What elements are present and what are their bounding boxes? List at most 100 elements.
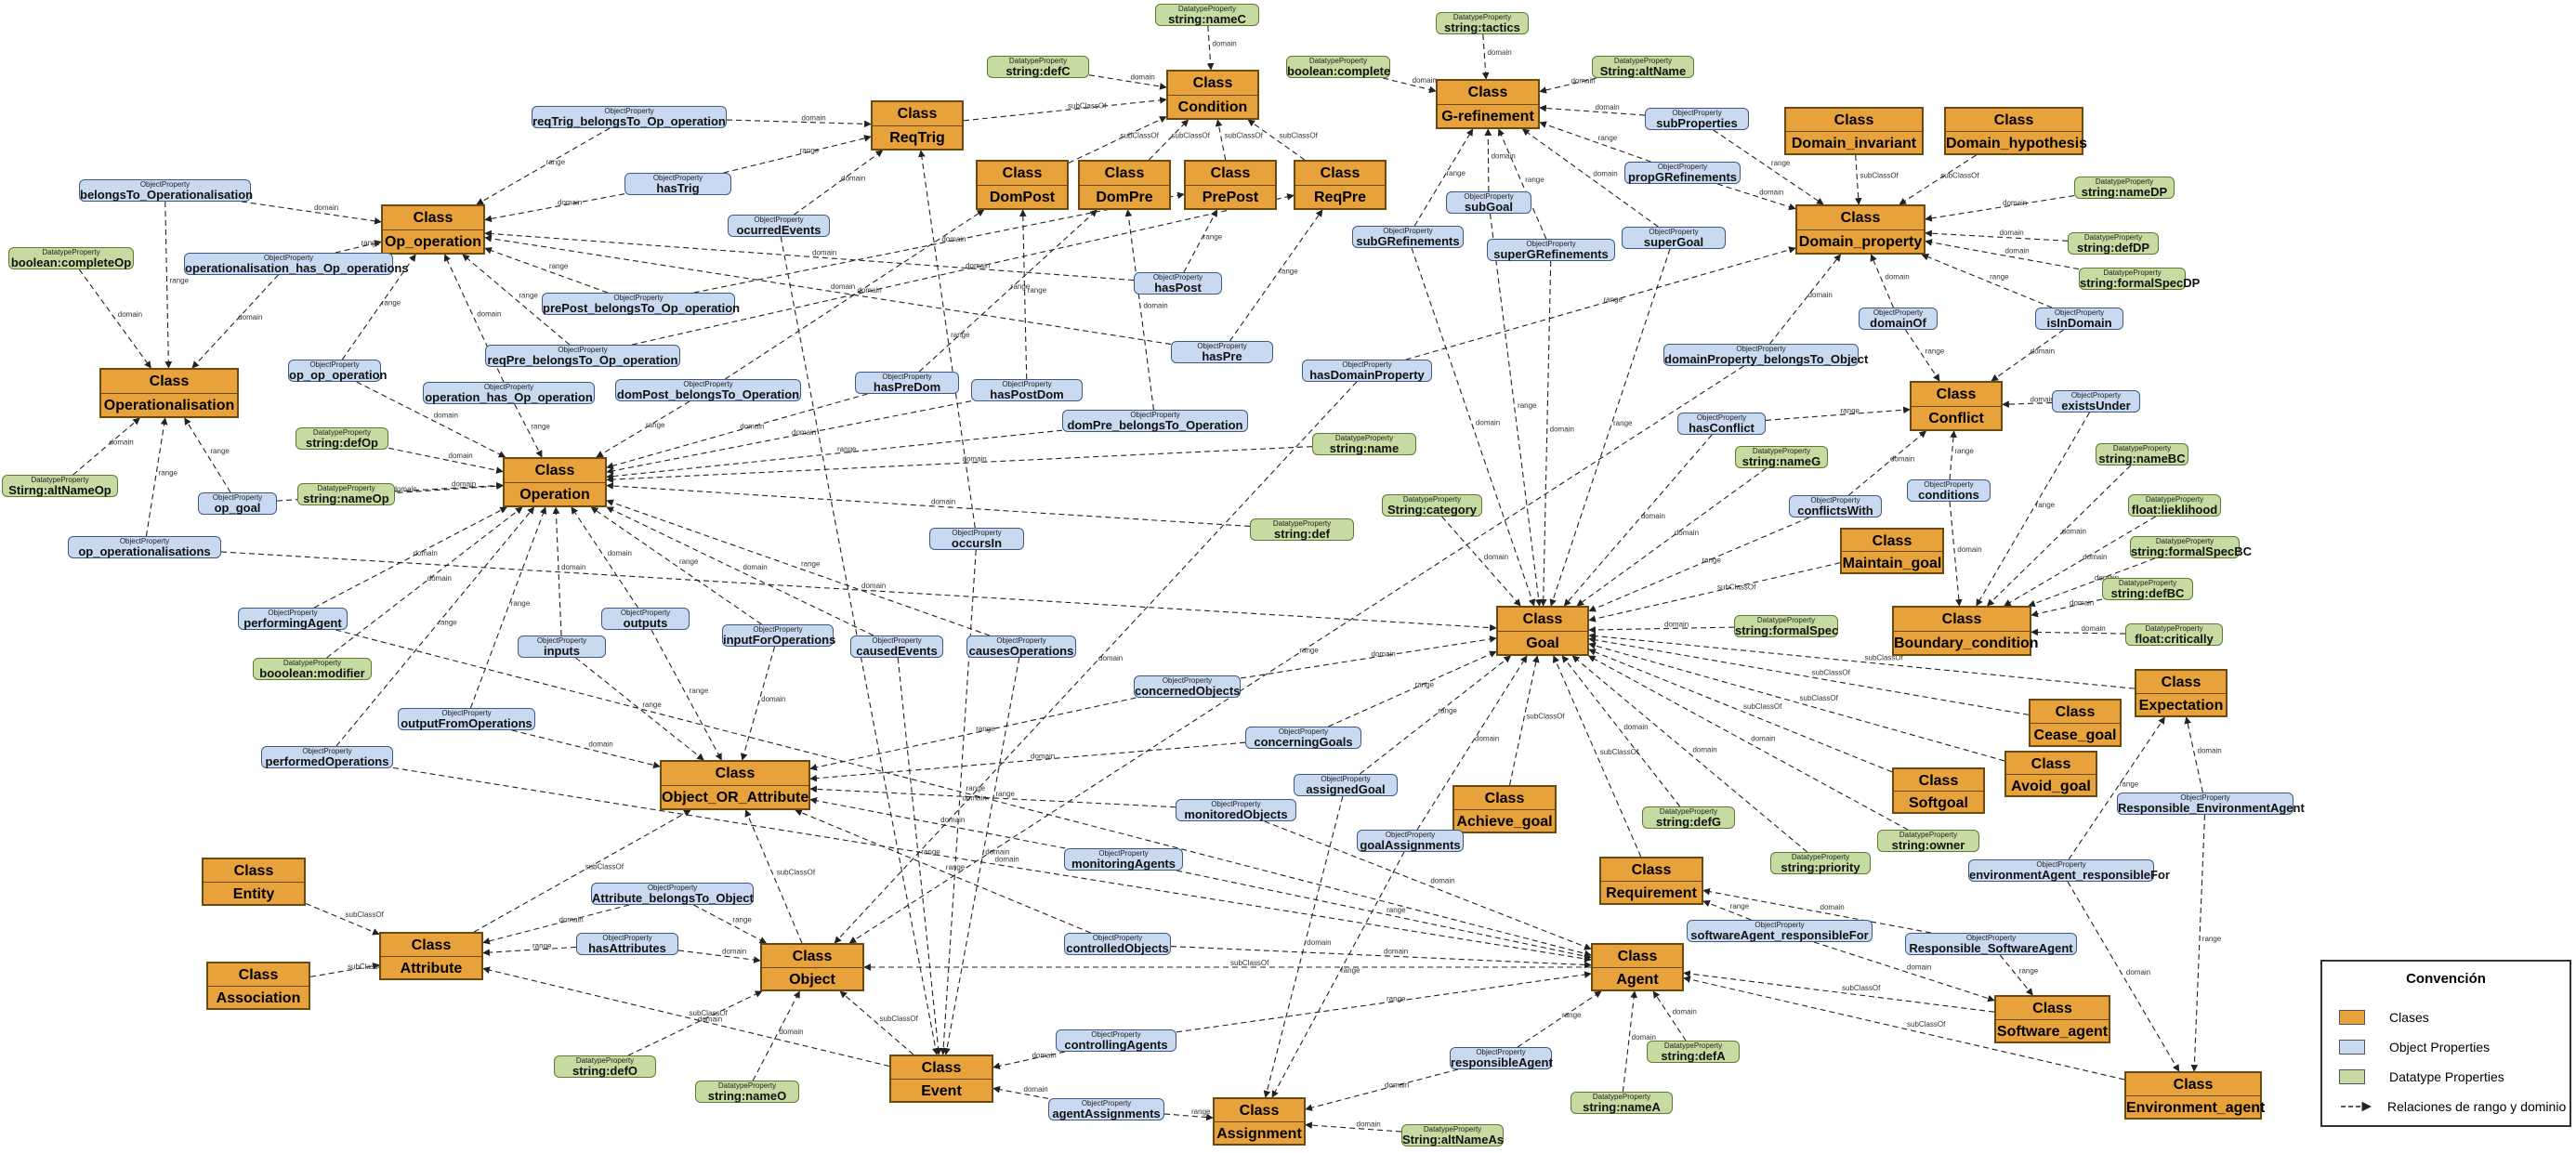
class-node-c-boundary[interactable]: ClassBoundary_condition bbox=[1892, 606, 2039, 656]
datatype-property-node-d-completeop[interactable]: DatatypePropertyboolean:completeOp bbox=[8, 247, 134, 269]
object-property-node-p-haspostdom[interactable]: ObjectPropertyhasPostDom bbox=[971, 379, 1083, 401]
class-node-c-event[interactable]: ClassEvent bbox=[889, 1055, 993, 1103]
object-property-node-p-hastrig[interactable]: ObjectPropertyhasTrig bbox=[624, 173, 731, 195]
class-node-c-conflict[interactable]: ClassConflict bbox=[1910, 381, 2003, 431]
object-property-node-p-hasconflict[interactable]: ObjectPropertyhasConflict bbox=[1677, 413, 1766, 435]
object-property-node-p-assignedgoal[interactable]: ObjectPropertyassignedGoal bbox=[1294, 774, 1398, 796]
object-property-node-p-isindomain[interactable]: ObjectPropertyisInDomain bbox=[2035, 308, 2123, 330]
datatype-property-node-d-modifier[interactable]: DatatypePropertybooolean:modifier bbox=[253, 658, 372, 680]
datatype-property-node-d-category[interactable]: DatatypePropertyString:category bbox=[1382, 494, 1482, 517]
datatype-property-node-d-liek[interactable]: DatatypePropertyfloat:lieklihood bbox=[2128, 494, 2221, 517]
object-property-node-p-opz-has[interactable]: ObjectPropertyoperationalisation_has_Op_… bbox=[184, 253, 409, 275]
class-node-c-agent[interactable]: ClassAgent bbox=[1591, 943, 1684, 991]
class-node-c-dominv[interactable]: ClassDomain_invariant bbox=[1784, 107, 1924, 155]
class-node-c-expect[interactable]: ClassExpectation bbox=[2135, 669, 2228, 717]
object-property-node-p-concgoals[interactable]: ObjectPropertyconcerningGoals bbox=[1245, 727, 1361, 749]
class-node-c-domprop[interactable]: ClassDomain_property bbox=[1795, 204, 1925, 255]
class-node-c-reqtrig[interactable]: ClassReqTrig bbox=[871, 100, 964, 151]
object-property-node-p-existsunder[interactable]: ObjectPropertyexistsUnder bbox=[2052, 390, 2140, 413]
class-node-c-prepost[interactable]: ClassPrePost bbox=[1184, 160, 1277, 210]
class-node-c-oa[interactable]: ClassObject_OR_Attribute bbox=[660, 760, 810, 810]
object-property-node-p-occursin[interactable]: ObjectPropertyoccursIn bbox=[929, 528, 1024, 550]
object-property-node-p-monagents[interactable]: ObjectPropertymonitoringAgents bbox=[1064, 848, 1183, 871]
object-property-node-p-haspre[interactable]: ObjectPropertyhasPre bbox=[1171, 341, 1273, 363]
class-node-c-achieve[interactable]: ClassAchieve_goal bbox=[1452, 785, 1557, 833]
object-property-node-p-respagent[interactable]: ObjectPropertyresponsibleAgent bbox=[1450, 1047, 1553, 1069]
object-property-node-p-hasdomprop[interactable]: ObjectPropertyhasDomainProperty bbox=[1302, 360, 1432, 382]
class-node-c-req[interactable]: ClassRequirement bbox=[1599, 857, 1703, 905]
object-property-node-p-attr-b[interactable]: ObjectPropertyAttribute_belongsTo_Object bbox=[591, 883, 754, 905]
class-node-c-reqpre[interactable]: ClassReqPre bbox=[1294, 160, 1387, 210]
object-property-node-p-prepost-b[interactable]: ObjectPropertyprePost_belongsTo_Op_opera… bbox=[542, 293, 740, 315]
object-property-node-p-ophas[interactable]: ObjectPropertyoperation_has_Op_operation bbox=[423, 382, 595, 404]
object-property-node-p-inputs[interactable]: ObjectPropertyinputs bbox=[518, 635, 606, 658]
class-node-c-cease[interactable]: ClassCease_goal bbox=[2029, 699, 2122, 747]
object-property-node-p-belongs-opz[interactable]: ObjectPropertybelongsTo_Operationalisati… bbox=[79, 179, 253, 202]
datatype-property-node-d-owner[interactable]: DatatypePropertystring:owner bbox=[1877, 830, 1979, 852]
object-property-node-p-concobj[interactable]: ObjectPropertyconcernedObjects bbox=[1134, 675, 1241, 698]
datatype-property-node-d-formalspec[interactable]: DatatypePropertystring:formalSpec bbox=[1734, 615, 1838, 637]
class-node-c-assoc[interactable]: ClassAssociation bbox=[206, 962, 310, 1010]
datatype-property-node-d-nameg[interactable]: DatatypePropertystring:nameG bbox=[1735, 446, 1828, 468]
object-property-node-p-supergref[interactable]: ObjectPropertysuperGRefinements bbox=[1487, 239, 1615, 261]
object-property-node-p-opgoal[interactable]: ObjectPropertyop_goal bbox=[198, 492, 277, 515]
datatype-property-node-d-def[interactable]: DatatypePropertystring:def bbox=[1250, 518, 1354, 541]
datatype-property-node-d-defop[interactable]: DatatypePropertystring:defOp bbox=[296, 427, 388, 450]
class-node-c-condition[interactable]: ClassCondition bbox=[1166, 70, 1259, 120]
datatype-property-node-d-altname[interactable]: DatatypePropertyString:altName bbox=[1592, 56, 1694, 78]
object-property-node-p-dompre-b[interactable]: ObjectPropertydomPre_belongsTo_Operation bbox=[1062, 410, 1248, 432]
object-property-node-p-outputs[interactable]: ObjectPropertyoutputs bbox=[601, 608, 690, 630]
object-property-node-p-subprops[interactable]: ObjectPropertysubProperties bbox=[1645, 108, 1749, 130]
object-property-node-p-causesops[interactable]: ObjectPropertycausesOperations bbox=[966, 635, 1076, 658]
object-property-node-p-inputfor[interactable]: ObjectPropertyinputForOperations bbox=[722, 624, 835, 647]
datatype-property-node-d-defc[interactable]: DatatypePropertystring:defC bbox=[987, 56, 1089, 78]
object-property-node-p-dompost-b[interactable]: ObjectPropertydomPost_belongsTo_Operatio… bbox=[615, 379, 801, 401]
datatype-property-node-d-defdp[interactable]: DatatypePropertystring:defDP bbox=[2068, 232, 2159, 255]
object-property-node-p-agentassign[interactable]: ObjectPropertyagentAssignments bbox=[1048, 1098, 1164, 1120]
class-node-c-env[interactable]: ClassEnvironment_agent bbox=[2124, 1071, 2265, 1120]
object-property-node-p-domainof[interactable]: ObjectPropertydomainOf bbox=[1859, 308, 1938, 330]
object-property-node-p-opop[interactable]: ObjectPropertyop_op_operation bbox=[288, 360, 387, 382]
object-property-node-p-sw-resp[interactable]: ObjectPropertysoftwareAgent_responsibleF… bbox=[1687, 920, 1873, 942]
object-property-node-p-propgref[interactable]: ObjectPropertypropGRefinements bbox=[1624, 162, 1741, 184]
class-node-c-opz[interactable]: ClassOperationalisation bbox=[99, 368, 239, 418]
object-property-node-p-monobj[interactable]: ObjectPropertymonitoredObjects bbox=[1176, 799, 1296, 821]
object-property-node-p-outputfrom[interactable]: ObjectPropertyoutputFromOperations bbox=[398, 708, 535, 730]
class-node-c-greframe[interactable]: ClassG-refinement bbox=[1436, 79, 1540, 129]
object-property-node-p-causedev[interactable]: ObjectPropertycausedEvents bbox=[850, 635, 943, 658]
object-property-node-p-perfagent[interactable]: ObjectPropertyperformingAgent bbox=[238, 608, 348, 630]
object-property-node-p-resp-sw[interactable]: ObjectPropertyResponsible_SoftwareAgent bbox=[1905, 933, 2077, 955]
class-node-c-attribute[interactable]: ClassAttribute bbox=[379, 932, 483, 980]
class-node-c-assign[interactable]: ClassAssignment bbox=[1213, 1097, 1306, 1146]
object-property-node-p-reqtrig-b[interactable]: ObjectPropertyreqTrig_belongsTo_Op_opera… bbox=[532, 106, 727, 128]
class-node-c-entity[interactable]: ClassEntity bbox=[202, 858, 306, 906]
datatype-property-node-d-name[interactable]: DatatypePropertystring:name bbox=[1312, 433, 1416, 455]
datatype-property-node-d-nameop[interactable]: DatatypePropertystring:nameOp bbox=[297, 483, 395, 505]
datatype-property-node-d-defo[interactable]: DatatypePropertystring:defO bbox=[554, 1055, 656, 1078]
class-node-c-domhyp[interactable]: ClassDomain_hypothesis bbox=[1944, 107, 2087, 155]
class-node-c-maintain[interactable]: ClassMaintain_goal bbox=[1840, 528, 1944, 574]
object-property-node-p-env-resp[interactable]: ObjectPropertyenvironmentAgent_responsib… bbox=[1968, 859, 2170, 882]
datatype-property-node-d-complete[interactable]: DatatypePropertyboolean:complete bbox=[1286, 56, 1390, 78]
datatype-property-node-d-namec[interactable]: DatatypePropertystring:nameC bbox=[1155, 4, 1259, 26]
datatype-property-node-d-namedp[interactable]: DatatypePropertystring:nameDP bbox=[2074, 177, 2175, 199]
object-property-node-p-conflictswith[interactable]: ObjectPropertyconflictsWith bbox=[1789, 495, 1882, 518]
datatype-property-node-d-defbc[interactable]: DatatypePropertystring:defBC bbox=[2102, 578, 2193, 600]
class-node-c-operation[interactable]: ClassOperation bbox=[503, 457, 607, 507]
class-node-c-avoid[interactable]: ClassAvoid_goal bbox=[2004, 751, 2097, 797]
object-property-node-p-haspredom[interactable]: ObjectPropertyhasPreDom bbox=[855, 372, 959, 394]
object-property-node-p-opopz[interactable]: ObjectPropertyop_operationalisations bbox=[68, 536, 221, 558]
object-property-node-p-perfops[interactable]: ObjectPropertyperformedOperations bbox=[261, 746, 393, 768]
datatype-property-node-d-defg[interactable]: DatatypePropertystring:defG bbox=[1642, 806, 1735, 829]
class-node-c-dompost[interactable]: ClassDomPost bbox=[976, 160, 1069, 210]
object-property-node-p-ctrlagents[interactable]: ObjectPropertycontrollingAgents bbox=[1056, 1029, 1176, 1052]
object-property-node-p-supergoal[interactable]: ObjectPropertysuperGoal bbox=[1622, 227, 1726, 249]
datatype-property-node-d-altnameas[interactable]: DatatypePropertyString:altNameAs bbox=[1401, 1124, 1504, 1146]
object-property-node-p-subgref[interactable]: ObjectPropertysubGRefinements bbox=[1352, 226, 1464, 248]
class-node-c-softgoal[interactable]: ClassSoftgoal bbox=[1892, 767, 1985, 814]
object-property-node-p-ocurred[interactable]: ObjectPropertyocurredEvents bbox=[728, 215, 830, 237]
object-property-node-p-reqpre-b[interactable]: ObjectPropertyreqPre_belongsTo_Op_operat… bbox=[485, 345, 680, 367]
class-node-c-goal[interactable]: ClassGoal bbox=[1496, 606, 1589, 656]
datatype-property-node-d-tactics[interactable]: DatatypePropertystring:tactics bbox=[1436, 12, 1529, 34]
class-node-c-dompre[interactable]: ClassDomPre bbox=[1078, 160, 1171, 210]
